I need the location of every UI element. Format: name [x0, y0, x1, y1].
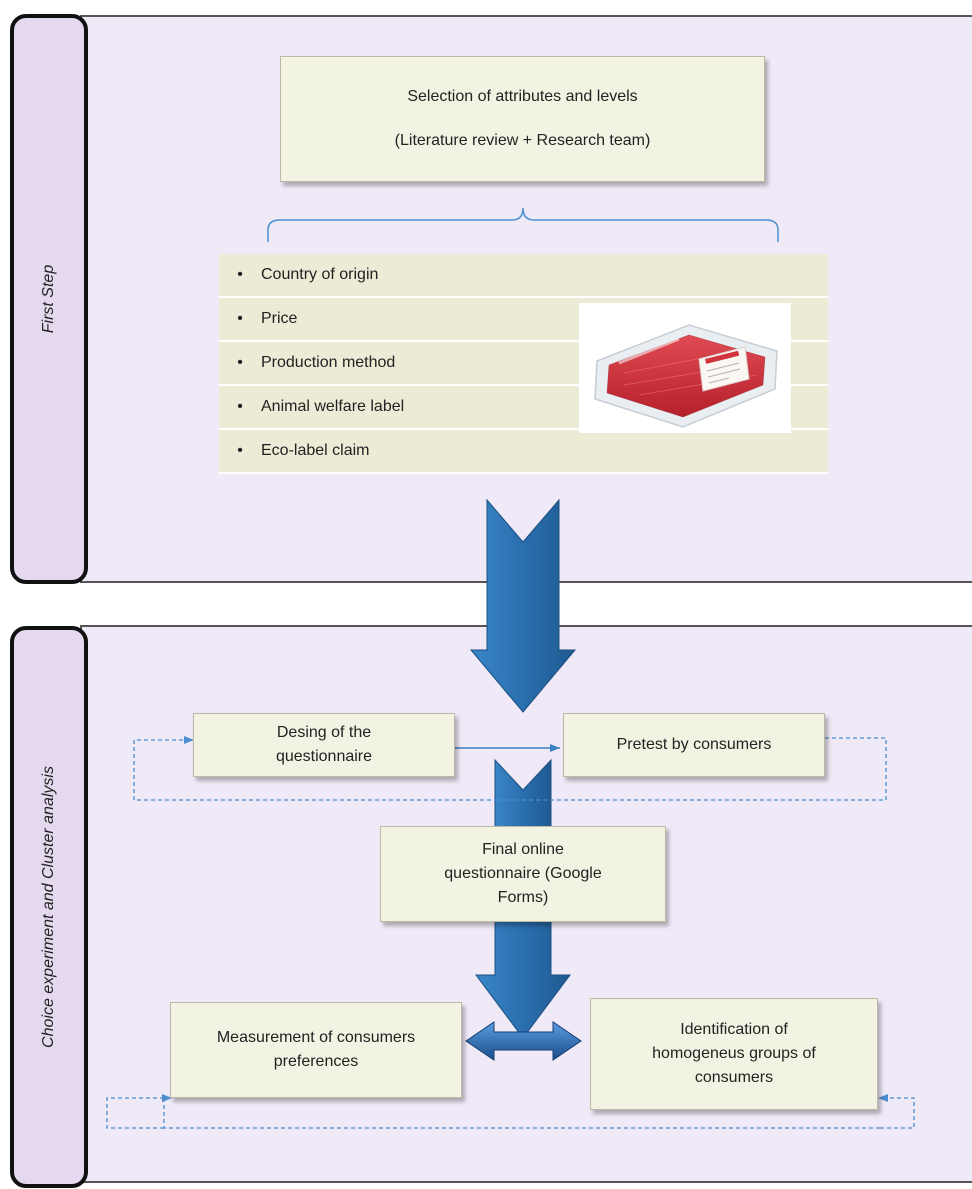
mid-down-arrow: [494, 758, 552, 831]
attribute-brace: [267, 207, 779, 242]
selection-box: Selection of attributes and levels (Lite…: [280, 56, 765, 182]
final-questionnaire-box: Final online questionnaire (Google Forms…: [380, 826, 666, 922]
lower-down-arrow: [475, 919, 571, 1039]
measurement-box: Measurement of consumers preferences: [170, 1002, 462, 1098]
identification-box: Identification of homogeneus groups of c…: [590, 998, 878, 1110]
selection-title: Selection of attributes and levels: [407, 88, 638, 105]
pretest-box: Pretest by consumers: [563, 713, 825, 777]
questionnaire-design-box: Desing of the questionnaire: [193, 713, 455, 777]
selection-subtitle: (Literature review + Research team): [394, 132, 651, 149]
meat-tray-image: [579, 303, 791, 433]
list-item: •Eco-label claim: [219, 430, 828, 474]
big-down-arrow: [469, 498, 577, 713]
first-step-sidebar: First Step: [10, 14, 88, 584]
questionnaire-feedback-loop: [133, 737, 887, 801]
analysis-sidebar: Choice experiment and Cluster analysis: [10, 626, 88, 1188]
list-item: •Country of origin: [219, 254, 828, 298]
attribute-list: •Country of origin •Price •Production me…: [219, 254, 828, 474]
double-headed-arrow: [465, 1021, 582, 1061]
